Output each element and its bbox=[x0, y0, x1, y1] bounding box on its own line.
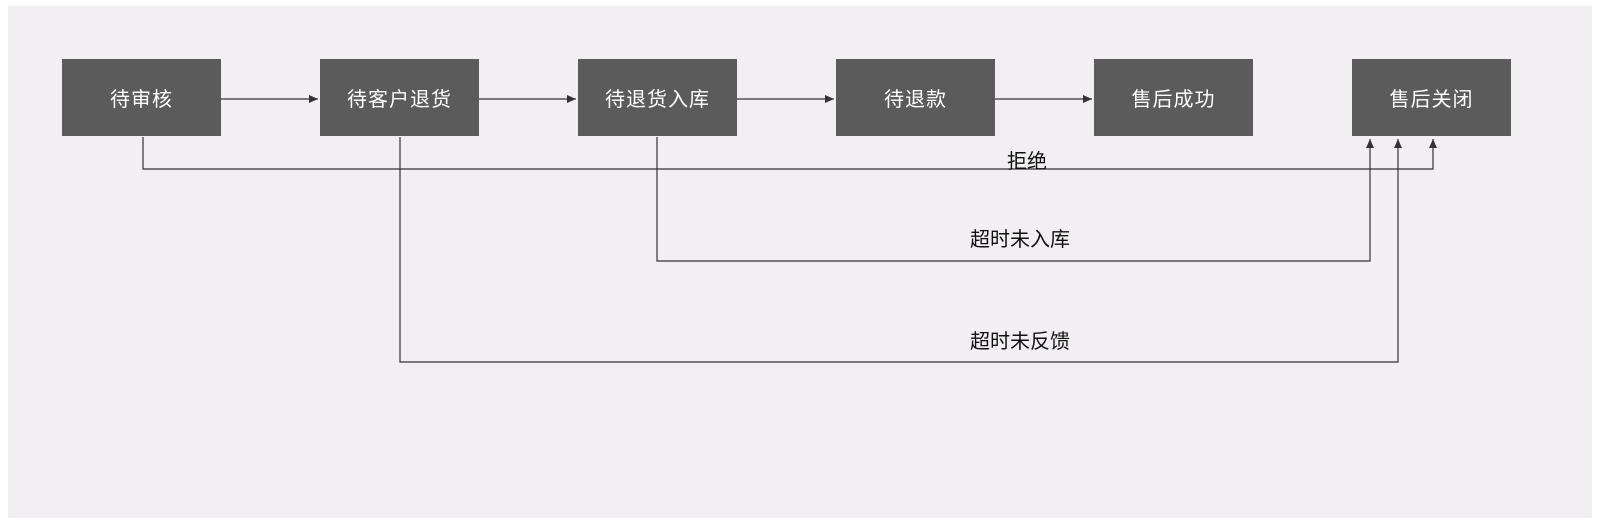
node-aftersale-closed: 售后关闭 bbox=[1352, 59, 1511, 136]
edge-label-reject: 拒绝 bbox=[1007, 149, 1047, 173]
node-aftersale-success: 售后成功 bbox=[1094, 59, 1253, 136]
node-pending-return-inbound: 待退货入库 bbox=[578, 59, 737, 136]
edge-timeout-no-feedback bbox=[399, 137, 1402, 363]
edge-label-timeout-not-inbound: 超时未入库 bbox=[970, 227, 1070, 251]
node-pending-review: 待审核 bbox=[62, 59, 221, 136]
node-pending-customer-return: 待客户退货 bbox=[320, 59, 479, 136]
diagram-edges bbox=[142, 95, 1437, 363]
edge-reject bbox=[142, 137, 1437, 170]
edge-label-timeout-no-feedback: 超时未反馈 bbox=[970, 329, 1070, 353]
node-pending-refund: 待退款 bbox=[836, 59, 995, 136]
edge-timeout-not-inbound bbox=[656, 137, 1374, 262]
diagram-canvas: 待审核 待客户退货 待退货入库 待退款 售后成功 售后关闭 拒绝 超时未入库 超… bbox=[8, 6, 1592, 518]
